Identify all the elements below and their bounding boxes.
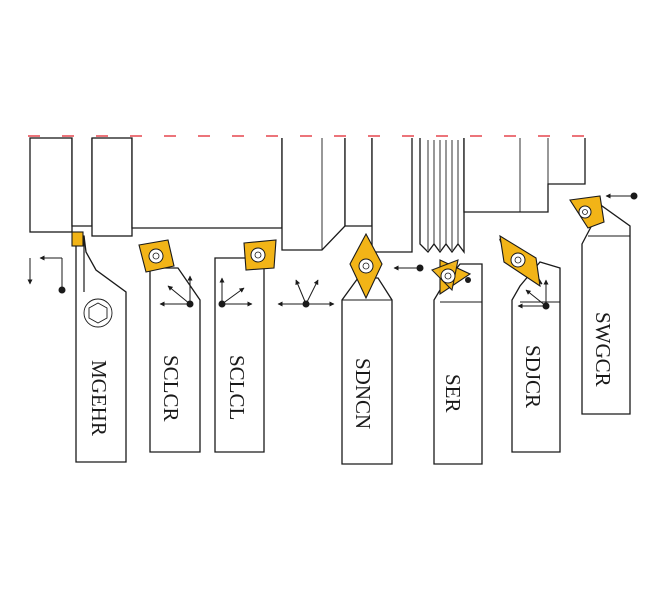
tool-sclcr: SCLCR [138,239,201,453]
thread-section [419,138,465,254]
feed-arrows-center [277,279,335,308]
insert-grooving [71,231,84,247]
tool-label-swgcr: SWGCR [591,312,615,387]
tool-mgehr: MGEHR [27,231,127,463]
tool-sclcl: SCLCL [214,239,277,453]
tool-sdjcr: SDJCR [498,234,561,453]
tool-label-sclcr: SCLCR [159,355,183,422]
tool-label-mgehr: MGEHR [87,360,111,436]
tool-ser: SER [431,259,483,465]
tool-sdncn: SDNCN [341,232,424,465]
tool-swgcr: SWGCR [569,192,638,415]
tool-label-ser: SER [441,374,465,413]
tool-label-sdjcr: SDJCR [521,345,545,408]
workpiece [29,137,586,254]
tool-label-sclcl: SCLCL [225,355,249,420]
tool-label-sdncn: SDNCN [351,358,375,429]
